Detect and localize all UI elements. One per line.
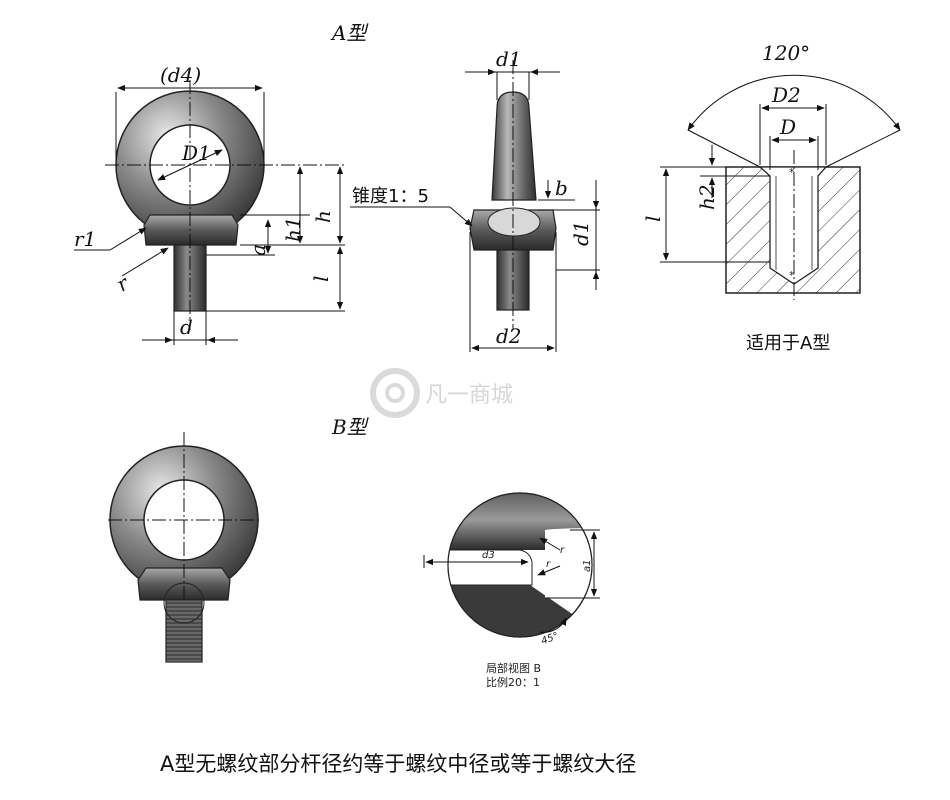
label-a: a xyxy=(246,244,270,256)
dims-hole: 120° D2 D h2 l 适用于A型 xyxy=(641,41,901,354)
label-a1: a1 xyxy=(582,560,593,573)
detail-view-b: d3 r r a1 45° 局部视图 B 比例20：1 xyxy=(423,492,600,689)
label-d3: d3 xyxy=(482,550,495,561)
label-d: d xyxy=(180,315,193,339)
side-view-type-a xyxy=(469,60,557,330)
label-side-d1-right: d1 xyxy=(569,220,593,246)
b-collar xyxy=(137,567,231,601)
type-a-title: A型 xyxy=(330,21,369,45)
label-d2: d2 xyxy=(496,324,522,348)
applies-to-type-a: 适用于A型 xyxy=(746,333,830,354)
dim-d: d xyxy=(142,311,238,345)
label-detail-r-bottom: r xyxy=(546,559,551,570)
b-threaded-shank xyxy=(165,599,203,663)
label-r: r xyxy=(112,270,134,296)
angle-arc xyxy=(687,74,901,131)
label-D2: D2 xyxy=(771,83,801,107)
dims-front-right: h h1 a l xyxy=(206,166,345,312)
tapped-hole xyxy=(758,166,828,285)
label-D1: D1 xyxy=(181,141,211,165)
label-h2: h2 xyxy=(695,184,719,210)
label-taper: 锥度1：5 xyxy=(352,186,429,207)
label-hole-l: l xyxy=(641,216,665,222)
detail-caption-1: 局部视图 B xyxy=(486,661,541,675)
svg-text:*: * xyxy=(789,269,795,282)
side-collar-top xyxy=(487,207,541,237)
label-r1: r1 xyxy=(74,227,96,251)
front-view-type-a xyxy=(105,80,345,330)
label-h1: h1 xyxy=(281,216,305,242)
label-D: D xyxy=(779,115,796,139)
dim-d4: (d4) xyxy=(115,63,265,160)
label-detail-r-top: r xyxy=(560,545,565,556)
watermark-text: 凡一商城 xyxy=(425,383,513,408)
label-h: h xyxy=(311,210,335,223)
dims-side: d1 b d1 d2 锥度1：5 xyxy=(350,47,600,352)
dim-D1: D1 xyxy=(157,141,223,181)
watermark: 凡一商城 xyxy=(370,368,513,418)
label-b: b xyxy=(555,176,568,200)
label-l: l xyxy=(309,276,333,282)
label-120: 120° xyxy=(762,41,810,65)
hole-section-view: * * xyxy=(725,150,861,300)
detail-caption-2: 比例20：1 xyxy=(486,675,540,689)
label-d4: (d4) xyxy=(160,63,201,87)
side-eye xyxy=(491,91,537,201)
watermark-logo-icon xyxy=(370,368,420,418)
svg-text:*: * xyxy=(789,166,795,179)
footnote: A型无螺纹部分杆径约等于螺纹中径或等于螺纹大径 xyxy=(160,752,636,776)
collar xyxy=(143,214,239,246)
front-view-type-b xyxy=(108,432,262,663)
type-b-title: B型 xyxy=(331,415,370,439)
label-side-d1-top: d1 xyxy=(496,47,522,71)
